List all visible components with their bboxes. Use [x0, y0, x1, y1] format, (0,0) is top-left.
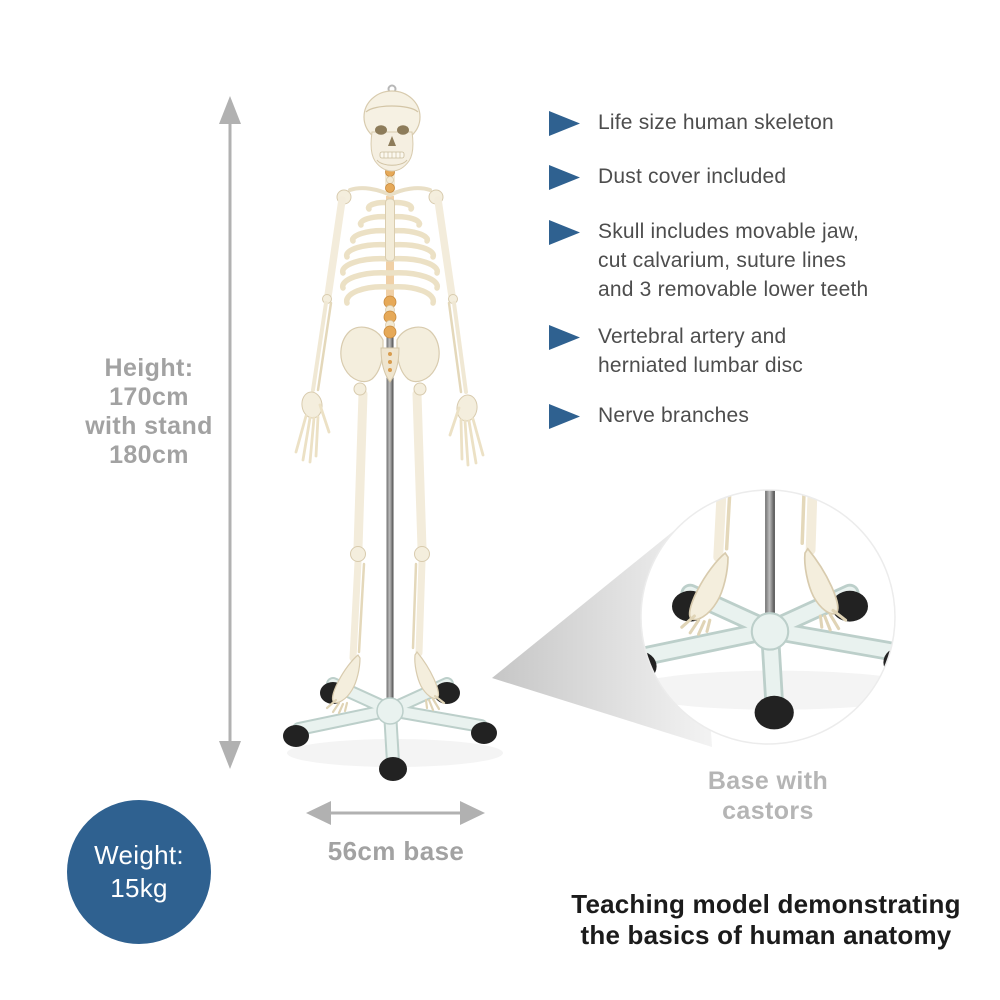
height-label: Height: 170cm with stand 180cm: [85, 354, 213, 469]
feature-text: Skull includes movable jaw, cut calvariu…: [598, 220, 869, 301]
weight-badge: Weight: 15kg: [67, 800, 211, 944]
feature-item: Vertebral artery and herniated lumbar di…: [549, 322, 803, 380]
bullet-arrow-icon: [549, 220, 580, 245]
feature-text: Life size human skeleton: [598, 111, 834, 134]
inset-caption: Base with castors: [707, 767, 829, 825]
bullet-arrow-icon: [549, 325, 580, 350]
feature-text: Vertebral artery and herniated lumbar di…: [598, 325, 803, 377]
feature-item: Skull includes movable jaw, cut calvariu…: [549, 217, 868, 304]
feature-item: Nerve branches: [549, 401, 749, 430]
footer-tagline: Teaching model demonstrating the basics …: [571, 889, 961, 950]
skeleton-figure: [283, 84, 503, 782]
feature-item: Life size human skeleton: [549, 108, 834, 137]
bullet-arrow-icon: [549, 165, 580, 190]
feature-text: Nerve branches: [598, 404, 750, 427]
bullet-arrow-icon: [549, 404, 580, 429]
left-right-arrow-icon: [306, 801, 485, 825]
base-width-label: 56cm base: [327, 836, 465, 866]
base-inset-circle: [640, 489, 896, 745]
bullet-arrow-icon: [549, 111, 580, 136]
feature-item: Dust cover included: [549, 162, 786, 191]
up-down-arrow-icon: [219, 96, 241, 769]
skull: [363, 84, 421, 172]
feature-text: Dust cover included: [598, 165, 787, 188]
